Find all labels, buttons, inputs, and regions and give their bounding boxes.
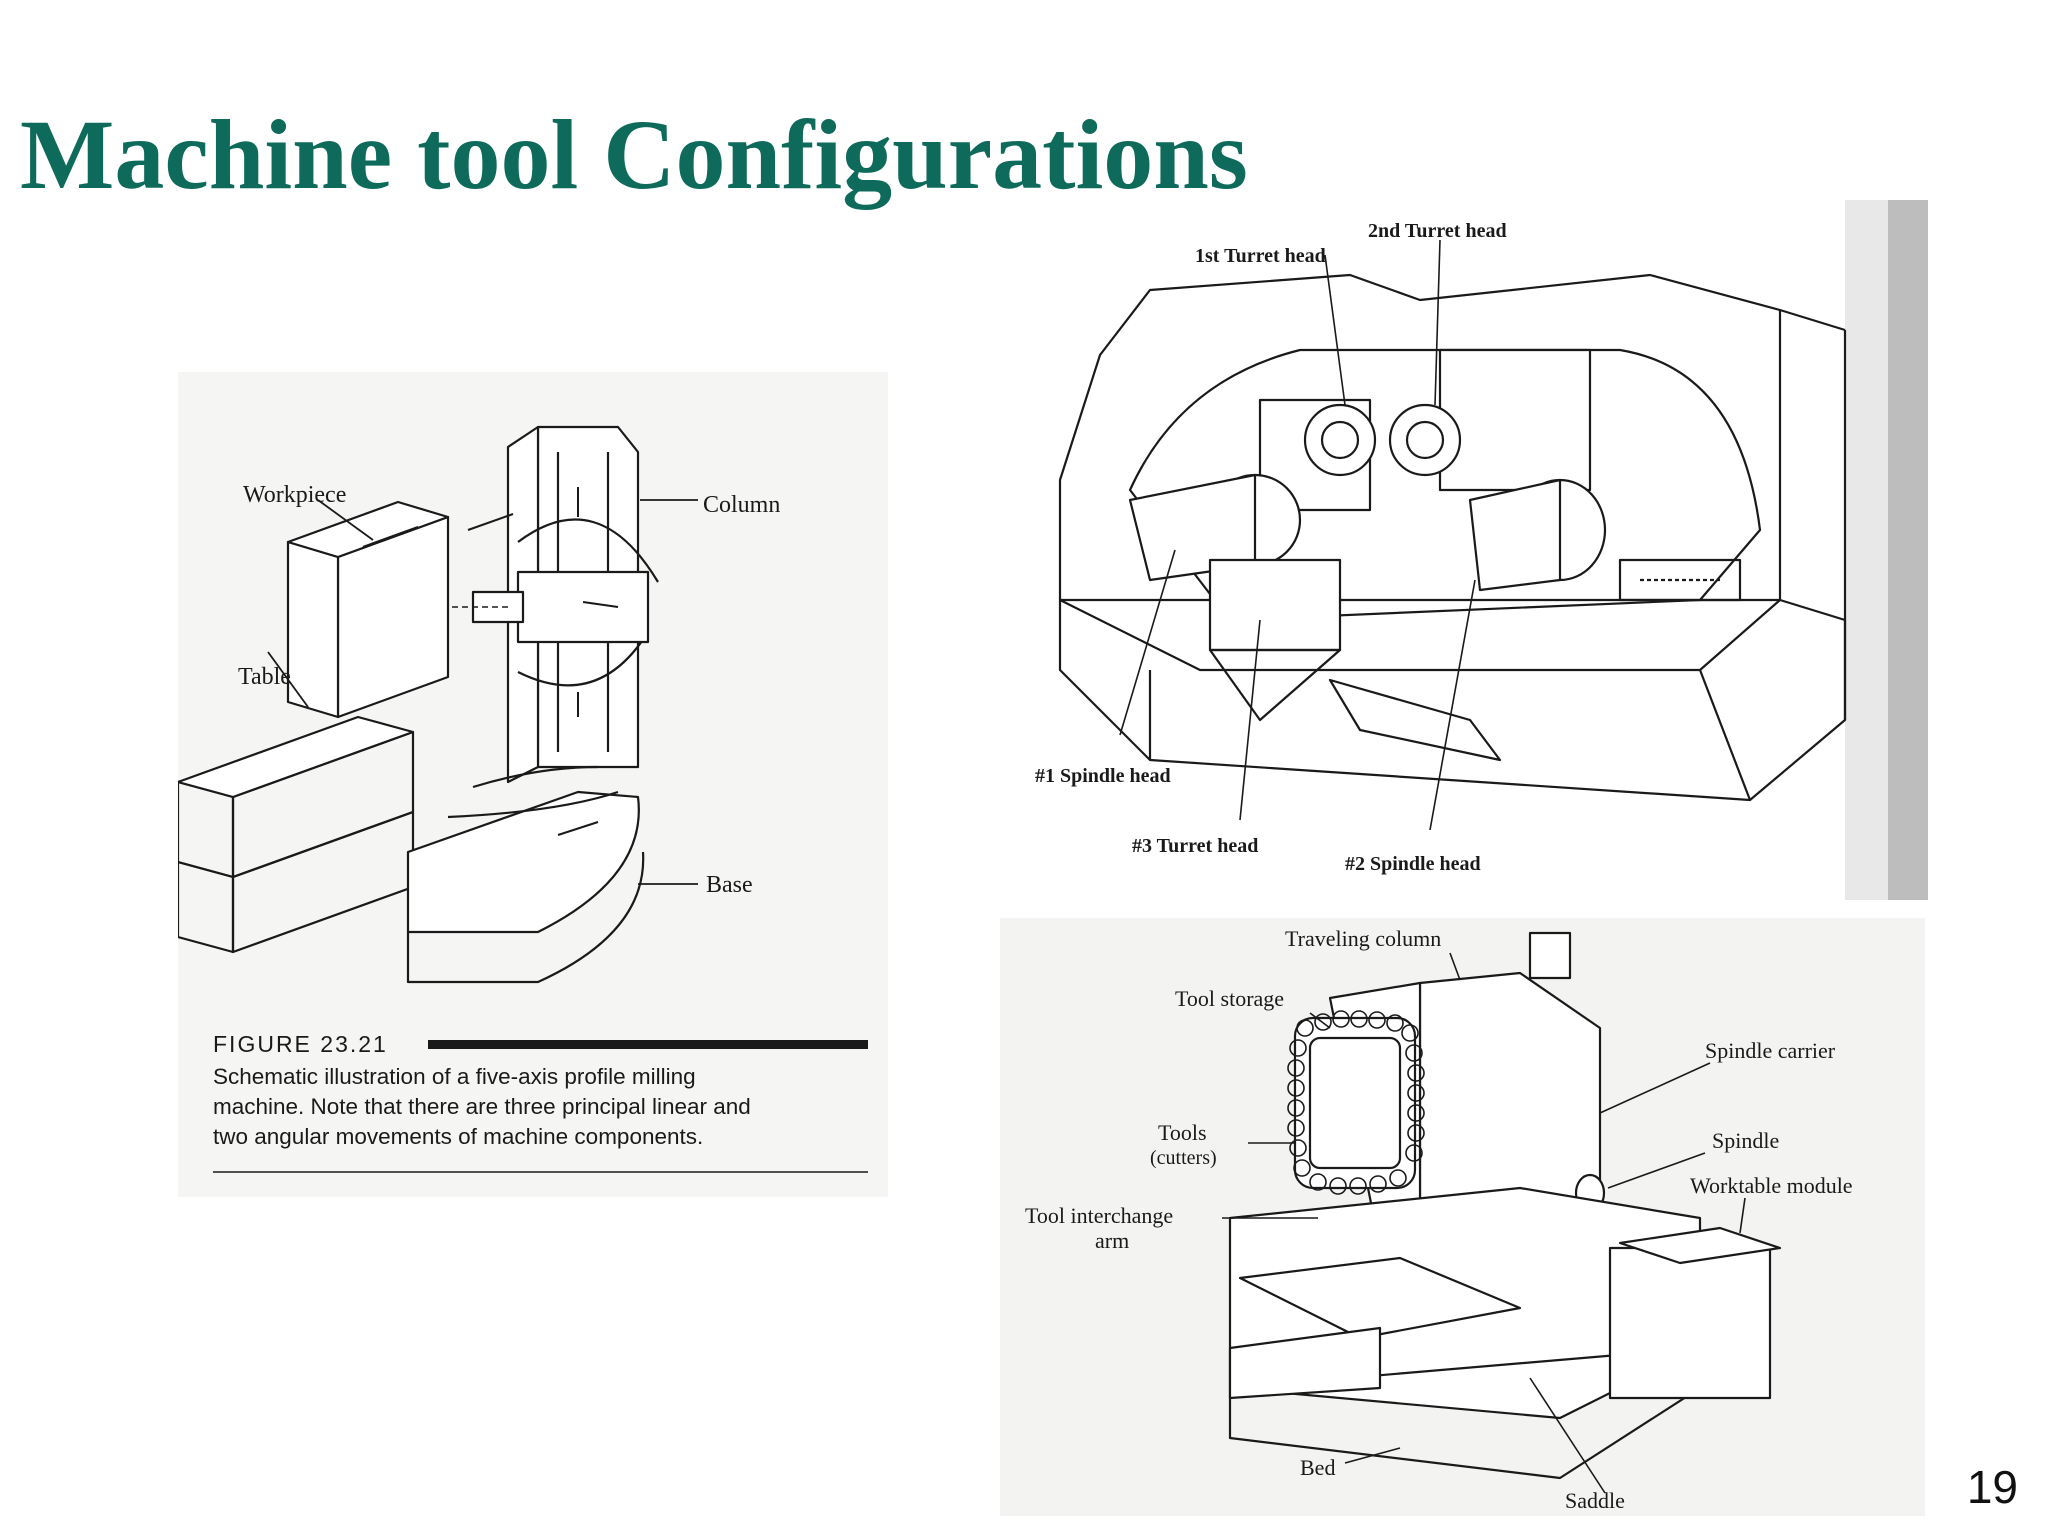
- cutters-label: (cutters): [1150, 1147, 1217, 1169]
- workpiece-label: Workpiece: [243, 482, 346, 508]
- figure-caption-line: two angular movements of machine compone…: [213, 1124, 703, 1149]
- traveling-column-label: Traveling column: [1285, 926, 1441, 951]
- column-label: Column: [703, 492, 780, 518]
- page-number: 19: [1966, 1461, 2018, 1513]
- turret-head-3-label: #3 Turret head: [1132, 835, 1258, 857]
- spindle-carrier-label: Spindle carrier: [1705, 1038, 1836, 1063]
- base-label: Base: [706, 872, 753, 898]
- figure-caption-line: Schematic illustration of a five-axis pr…: [213, 1064, 696, 1089]
- tool-interchange-arm-label: Tool interchange: [1025, 1203, 1173, 1228]
- table-label: Table: [238, 664, 291, 690]
- tool-interchange-arm-label: arm: [1095, 1228, 1129, 1253]
- turret-lathe-figure: 2nd Turret head 1st Turret head #1 Spind…: [1000, 200, 1928, 900]
- turret-head-2-label: 2nd Turret head: [1368, 220, 1507, 242]
- figure-caption-line: machine. Note that there are three princ…: [213, 1094, 751, 1119]
- machining-center-figure: Traveling column Tool storage Spindle ca…: [1000, 918, 1925, 1516]
- slide-title: Machine tool Configurations: [20, 99, 1248, 210]
- figure-caption-title: FIGURE 23.21: [213, 1031, 388, 1057]
- turret-head-1-label: 1st Turret head: [1195, 245, 1326, 267]
- saddle-label: Saddle: [1565, 1488, 1625, 1513]
- bed-label: Bed: [1300, 1455, 1335, 1480]
- spindle-label: Spindle: [1712, 1128, 1779, 1153]
- spindle-head-1-label: #1 Spindle head: [1035, 765, 1171, 787]
- spindle-head-2-label: #2 Spindle head: [1345, 853, 1481, 875]
- worktable-module-label: Worktable module: [1690, 1173, 1853, 1198]
- five-axis-milling-figure: Workpiece Column Table Base FIGURE 23.21…: [178, 372, 888, 1197]
- tool-storage-label: Tool storage: [1175, 986, 1284, 1011]
- tools-label: Tools: [1158, 1120, 1207, 1145]
